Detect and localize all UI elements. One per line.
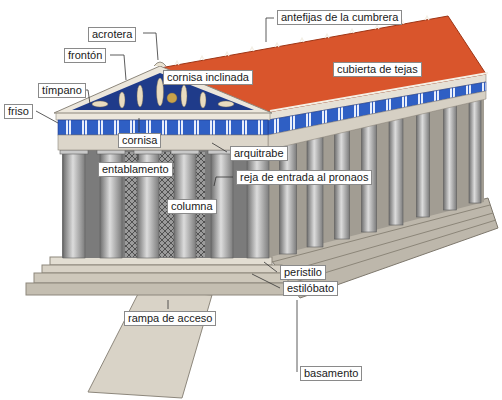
leader-line	[212, 143, 227, 152]
part-label: reja de entrada al pronaos	[236, 170, 372, 185]
part-label: estilóbato	[283, 281, 338, 296]
column	[63, 150, 85, 258]
sculpture	[92, 101, 108, 107]
capital	[134, 150, 162, 154]
acroterion	[154, 62, 166, 66]
column	[389, 118, 403, 225]
sculpture	[200, 92, 206, 108]
front-step	[42, 265, 282, 273]
leader-line	[138, 154, 139, 160]
leader-line	[143, 33, 158, 60]
roof-eave	[270, 73, 488, 111]
sculpture	[218, 101, 234, 107]
part-label: antefijas de la cumbrera	[277, 10, 402, 25]
leader-line	[297, 300, 298, 372]
part-label: basamento	[300, 366, 362, 381]
leader-line	[110, 55, 126, 80]
capital	[171, 150, 199, 154]
part-label: cornisa	[118, 133, 161, 148]
sculpture	[137, 85, 143, 107]
part-label: arquitrabe	[230, 146, 288, 161]
column	[469, 99, 481, 203]
front-step	[26, 283, 296, 295]
leader-line	[36, 111, 58, 123]
leader-line	[168, 300, 169, 309]
leader-line	[139, 118, 140, 132]
column	[444, 105, 457, 210]
part-label: cubierta de tejas	[333, 62, 422, 77]
front-frieze	[58, 120, 268, 135]
sculpture	[119, 92, 125, 108]
leader-line	[264, 262, 277, 272]
capital	[60, 150, 88, 154]
leader-line	[214, 177, 233, 186]
pronaos-wall	[62, 150, 266, 258]
capital	[97, 150, 125, 154]
front-columns	[63, 150, 269, 258]
part-label: friso	[4, 104, 33, 119]
part-label: columna	[167, 199, 217, 214]
access-ramp	[88, 290, 212, 398]
part-label: frontón	[64, 48, 106, 63]
column	[417, 111, 430, 217]
part-label: acrotera	[88, 27, 136, 42]
part-label: cornisa inclinada	[163, 70, 253, 85]
leader-line	[252, 274, 280, 288]
front-step	[34, 273, 288, 283]
sculpture-shield	[167, 93, 177, 103]
part-label: rampa de acceso	[124, 311, 216, 326]
column	[307, 137, 323, 247]
part-label: peristilo	[280, 265, 326, 280]
pediment	[54, 66, 272, 113]
part-label: entablamento	[98, 162, 173, 177]
column	[247, 150, 269, 258]
sculpture	[181, 85, 187, 107]
leader-lines	[36, 18, 297, 372]
leader-line	[266, 18, 274, 42]
part-label: tímpano	[38, 83, 86, 98]
